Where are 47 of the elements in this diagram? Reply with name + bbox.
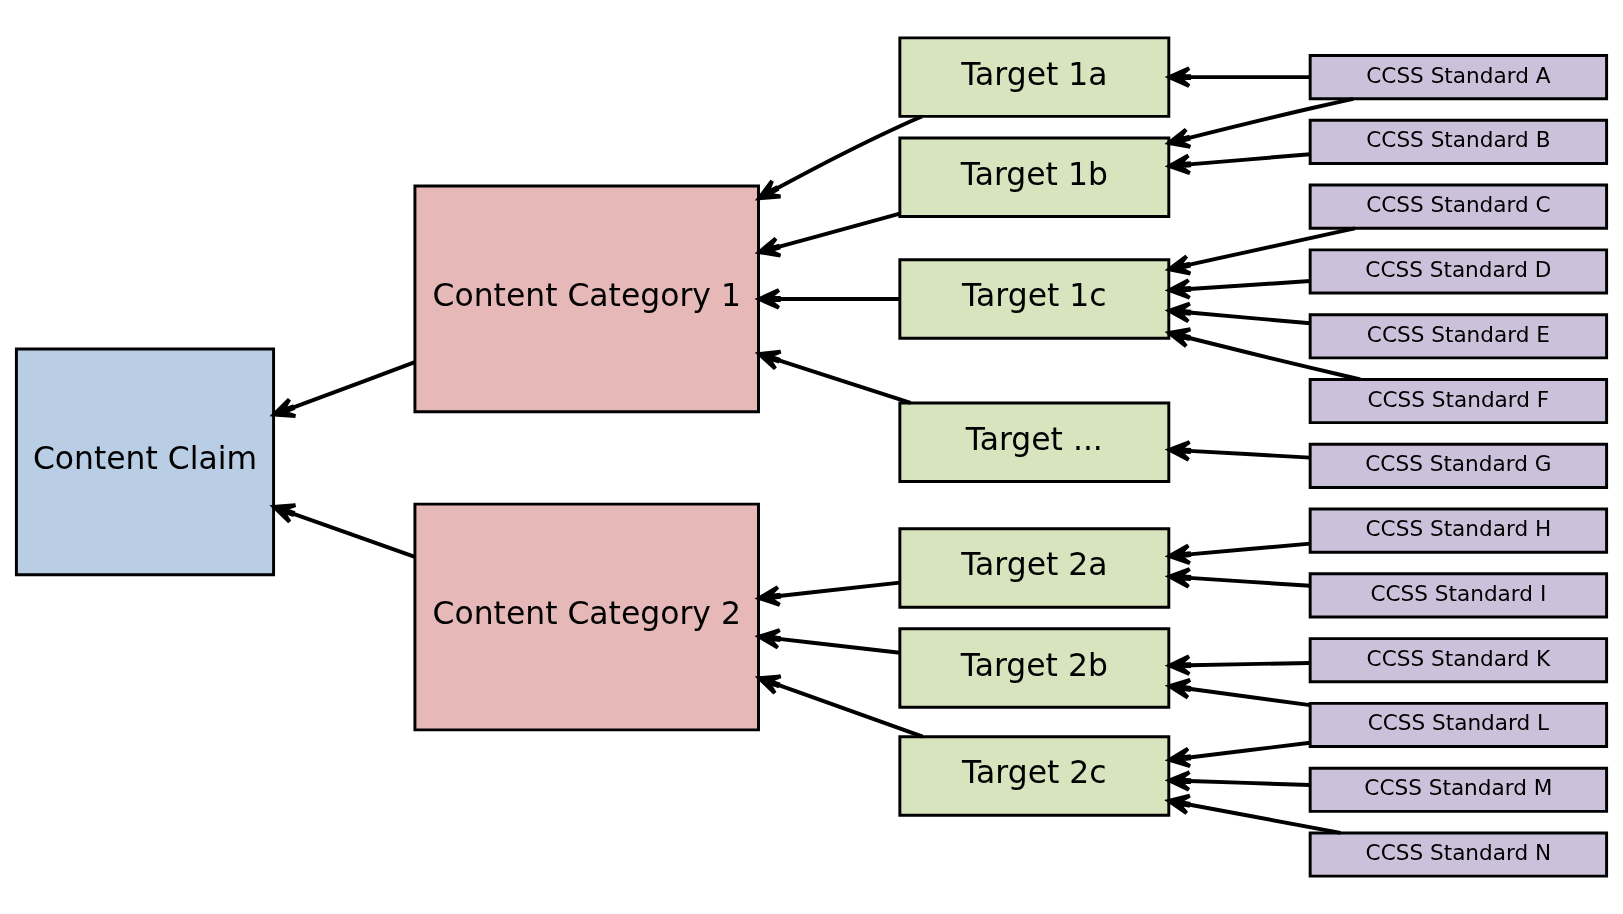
arrow [757,674,924,739]
node-box: CCSS Standard L [1308,701,1609,749]
node-box: CCSS Standard D [1308,248,1609,295]
node-box: CCSS Standard A [1308,54,1609,101]
arrow [1167,327,1361,382]
node-box: CCSS Standard M [1308,766,1609,813]
node-box: Target 2b [898,627,1171,709]
arrow [1167,96,1354,149]
node-box: Target 2a [898,527,1171,609]
arrow [1167,654,1311,676]
arrow [1166,793,1341,835]
node-box: Target 2c [898,735,1171,817]
arrow [1167,226,1356,276]
node-box: Content Category 1 [413,184,760,414]
arrow [1167,770,1311,792]
arrow [1167,278,1311,300]
node-box: CCSS Standard F [1308,377,1609,425]
node-box: CCSS Standard E [1308,313,1609,360]
arrow [757,211,901,258]
arrow [1167,740,1311,769]
arrow [757,114,923,201]
arrow [1167,301,1311,326]
arrow [1167,440,1311,462]
node-box: Target 1b [898,136,1171,218]
node-box: CCSS Standard C [1308,183,1609,230]
arrow [757,288,900,310]
arrow [1167,66,1311,88]
node-box: Target 1a [898,36,1171,118]
arrow [1167,152,1311,176]
node-box: CCSS Standard B [1308,118,1609,165]
node-box: Target ... [898,401,1171,483]
arrow [1167,541,1311,566]
arrow [1167,567,1311,589]
arrow [757,349,912,405]
node-box: CCSS Standard N [1308,831,1609,878]
arrow [757,628,901,655]
node-box: Content Category 2 [413,502,760,732]
node-box: Target 1c [898,258,1171,340]
arrow [272,503,416,559]
node-box: Content Claim [14,347,276,577]
node-box: CCSS Standard K [1308,637,1609,684]
node-box: CCSS Standard G [1308,442,1609,489]
node-box: CCSS Standard I [1308,572,1609,619]
arrow [757,580,901,607]
arrow [272,360,416,419]
arrow [1167,678,1311,708]
node-box: CCSS Standard H [1308,507,1609,554]
